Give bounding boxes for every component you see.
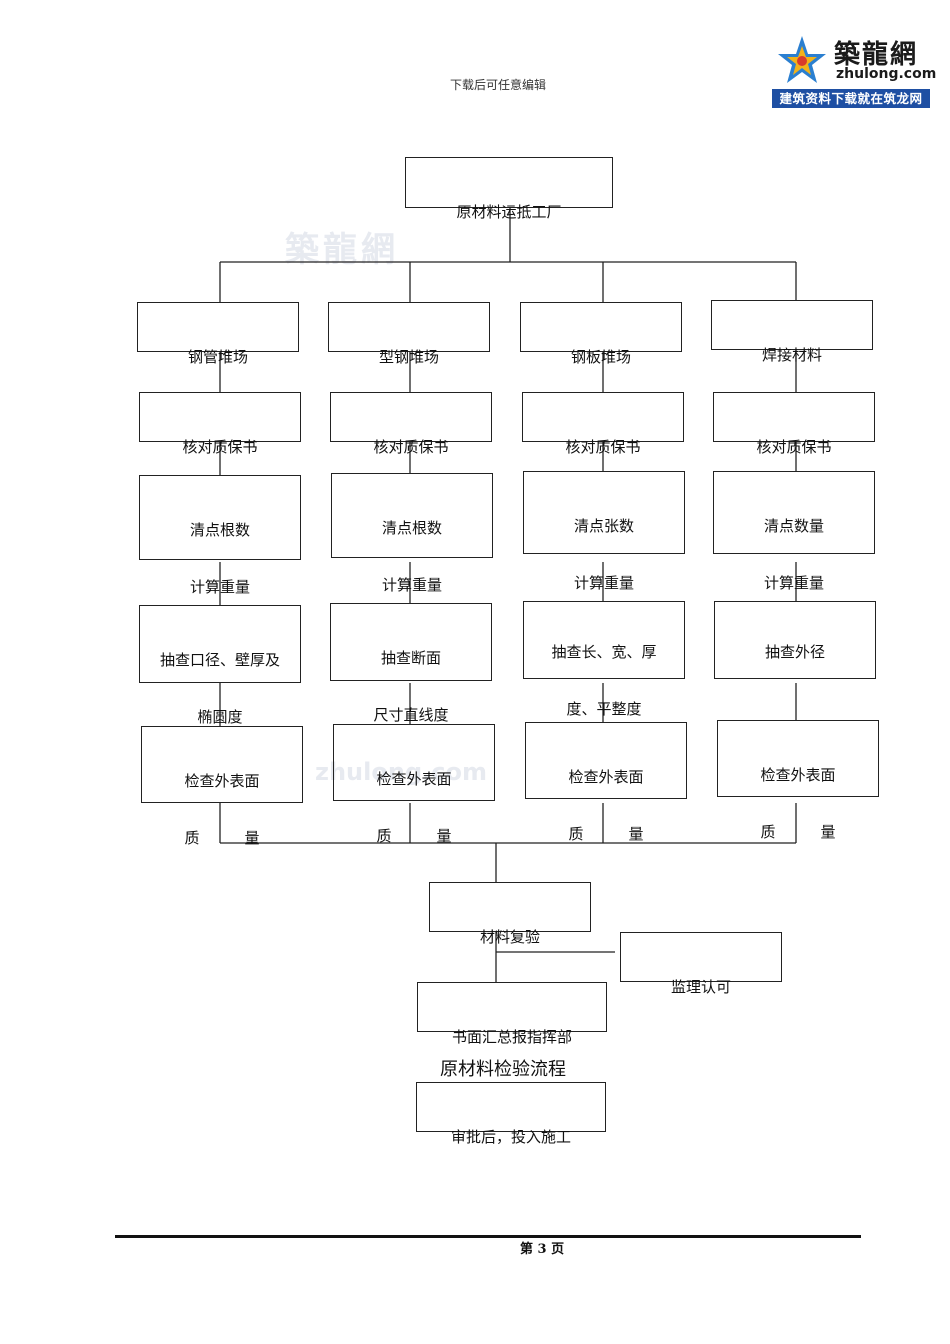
node-line: 核对质保书 (373, 438, 449, 456)
node-line: 抽查外径 (764, 643, 825, 661)
node-line: 清点数量 (763, 517, 824, 535)
node-line: 检查外表面 (184, 772, 260, 790)
node-line: 抽查断面 (380, 649, 441, 667)
node-line: 计算重量 (189, 578, 250, 596)
footer-rule (115, 1235, 861, 1238)
node-count-4: 清点数量 计算重量 (713, 471, 875, 592)
node-cert-check-1: 核对质保书 (139, 392, 301, 456)
node-surface-check-4: 检查外表面 质 量 (717, 720, 879, 841)
node-dimension-check-4: 抽查外径 (714, 601, 876, 679)
diagram-caption: 原材料检验流程 (440, 1059, 566, 1080)
node-line: 清点根数 (189, 521, 250, 539)
node-line: 质 量 (184, 829, 260, 847)
node-line: 椭圆度 (197, 708, 243, 726)
node-line: 清点根数 (381, 519, 442, 537)
node-supervisor-approval: 监理认可 (620, 932, 782, 996)
node-line: 材料复验 (479, 928, 540, 946)
node-line: 尺寸直线度 (373, 706, 449, 724)
node-line: 计算重量 (763, 574, 824, 592)
node-dimension-check-1: 抽查口径、壁厚及 椭圆度 (139, 605, 301, 726)
node-surface-check-1: 检查外表面 质 量 (141, 726, 303, 847)
node-steel-pipe-yard: 钢管堆场 (137, 302, 299, 366)
node-surface-check-2: 检查外表面 质 量 (333, 724, 495, 845)
node-line: 钢板堆场 (570, 348, 631, 366)
node-section-steel-yard: 型钢堆场 (328, 302, 490, 366)
node-line: 质 量 (568, 825, 644, 843)
node-line: 监理认可 (670, 978, 731, 996)
node-written-summary: 书面汇总报指挥部 (417, 982, 607, 1046)
node-line: 钢管堆场 (187, 348, 248, 366)
node-count-1: 清点根数 计算重量 (139, 475, 301, 596)
node-line: 检查外表面 (376, 770, 452, 788)
node-line: 抽查口径、壁厚及 (159, 651, 280, 669)
node-approval-construction: 审批后，投入施工 (416, 1082, 606, 1146)
node-line: 核对质保书 (565, 438, 641, 456)
site-logo: 築龍網 zhulong.com 建筑资料下载就在筑龙网 (772, 32, 936, 108)
header-note: 下载后可任意编辑 (449, 78, 546, 92)
node-line: 计算重量 (573, 574, 634, 592)
node-line: 抽查长、宽、厚 (551, 643, 657, 661)
node-line: 检查外表面 (568, 768, 644, 786)
node-welding-material: 焊接材料 (711, 300, 873, 364)
node-line: 书面汇总报指挥部 (451, 1028, 572, 1046)
node-line: 度、平整度 (566, 700, 642, 718)
logo-star-icon (778, 36, 826, 83)
node-count-2: 清点根数 计算重量 (331, 473, 493, 594)
node-material-retest: 材料复验 (429, 882, 591, 946)
node-line: 审批后，投入施工 (450, 1128, 571, 1146)
logo-top: 築龍網 zhulong.com (772, 32, 936, 88)
node-count-3: 清点张数 计算重量 (523, 471, 685, 592)
node-line: 核对质保书 (182, 438, 258, 456)
page-number: 第 3 页 (520, 1242, 565, 1257)
node-cert-check-4: 核对质保书 (713, 392, 875, 456)
node-line: 质 量 (376, 827, 452, 845)
node-line: 清点张数 (573, 517, 634, 535)
node-dimension-check-2: 抽查断面 尺寸直线度 (330, 603, 492, 724)
node-cert-check-3: 核对质保书 (522, 392, 684, 456)
node-root: 原材料运抵工厂 (405, 157, 613, 221)
node-line: 核对质保书 (756, 438, 832, 456)
node-root-line: 原材料运抵工厂 (456, 203, 562, 221)
node-dimension-check-3: 抽查长、宽、厚 度、平整度 (523, 601, 685, 718)
logo-slogan: 建筑资料下载就在筑龙网 (772, 89, 930, 108)
node-line: 计算重量 (381, 576, 442, 594)
node-steel-plate-yard: 钢板堆场 (520, 302, 682, 366)
node-line: 焊接材料 (761, 346, 822, 364)
logo-domain: zhulong.com (836, 66, 937, 82)
node-line: 型钢堆场 (378, 348, 439, 366)
node-line: 检查外表面 (760, 766, 836, 784)
node-cert-check-2: 核对质保书 (330, 392, 492, 456)
node-line: 质 量 (760, 823, 836, 841)
logo-name: 築龍網 (834, 40, 919, 70)
node-surface-check-3: 检查外表面 质 量 (525, 722, 687, 843)
